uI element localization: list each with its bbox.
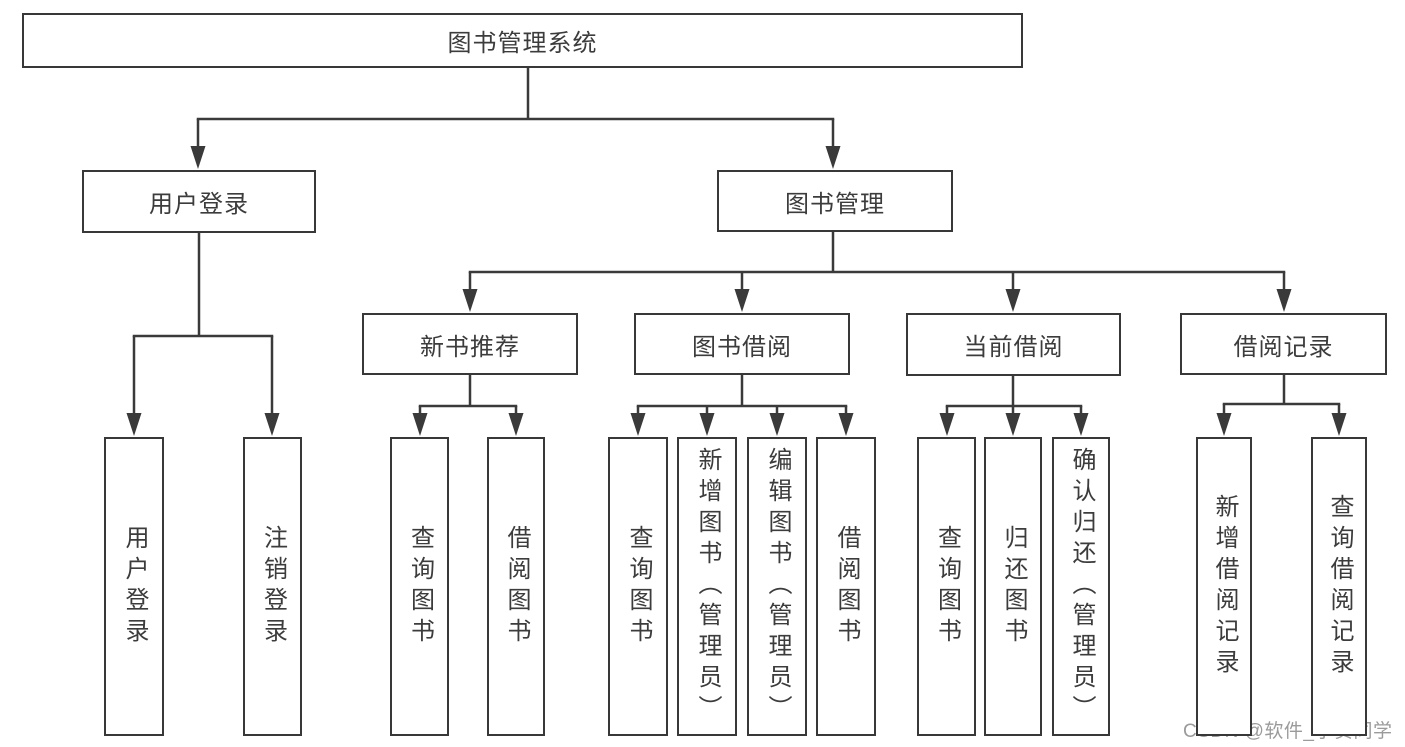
node-label-book-mgmt: 图书管理 [785,190,885,218]
arrowhead-leaf-cur-query [939,413,955,436]
node-leaf-rec-query: 查询图书 [390,437,449,736]
arrowhead-leaf-rc-add [1216,413,1232,436]
node-leaf-cur-confirm: 确认归还（管理员） [1052,437,1110,736]
arrowhead-leaf-logout [264,413,280,436]
node-label-new-book-rec: 新书推荐 [420,333,520,361]
arrowhead-book-borrow [734,289,750,312]
node-new-book-rec: 新书推荐 [362,313,578,375]
node-leaf-rec-borrow: 借阅图书 [487,437,545,736]
arrowhead-leaf-user-login [126,413,142,436]
node-label-leaf-user-login: 用户登录 [121,524,148,649]
node-leaf-bor-edit: 编辑图书（管理员） [747,437,807,736]
node-label-leaf-rec-query: 查询图书 [406,524,434,649]
arrowhead-leaf-bor-borrow [838,413,854,436]
node-label-leaf-bor-borrow: 借阅图书 [833,524,860,649]
node-leaf-user-login: 用户登录 [104,437,164,736]
node-leaf-rc-add: 新增借阅记录 [1196,437,1252,736]
arrowhead-borrow-records [1276,289,1292,312]
node-current-borrow: 当前借阅 [906,313,1121,376]
node-book-borrow: 图书借阅 [634,313,850,375]
arrowhead-new-book-rec [462,289,478,312]
arrowhead-leaf-rec-borrow [508,413,524,436]
node-root: 图书管理系统 [22,13,1023,68]
node-label-root: 图书管理系统 [447,30,598,57]
node-leaf-cur-query: 查询图书 [917,437,976,736]
arrowhead-current-borrow [1005,289,1021,312]
arrowhead-leaf-bor-add [699,413,715,436]
node-leaf-cur-return: 归还图书 [984,437,1042,736]
node-label-leaf-cur-query: 查询图书 [933,524,961,649]
node-leaf-logout: 注销登录 [243,437,302,736]
arrowhead-book-mgmt [825,146,841,169]
node-label-leaf-cur-return: 归还图书 [1000,524,1027,649]
node-label-leaf-rec-borrow: 借阅图书 [503,524,530,649]
node-leaf-rc-query: 查询借阅记录 [1311,437,1367,736]
arrowhead-leaf-rc-query [1331,413,1347,436]
node-label-leaf-logout: 注销登录 [259,524,287,649]
node-label-leaf-rc-query: 查询借阅记录 [1326,493,1353,680]
node-label-leaf-bor-add: 新增图书（管理员） [694,447,721,726]
node-label-leaf-bor-edit: 编辑图书（管理员） [764,447,791,726]
node-borrow-records: 借阅记录 [1180,313,1387,375]
node-label-book-borrow: 图书借阅 [692,333,792,361]
arrowhead-leaf-rec-query [412,413,428,436]
node-label-borrow-records: 借阅记录 [1233,333,1334,361]
node-leaf-bor-borrow: 借阅图书 [816,437,876,736]
arrowhead-leaf-bor-edit [769,413,785,436]
arrowhead-leaf-bor-query [630,413,646,436]
node-book-mgmt: 图书管理 [717,170,953,232]
arrowhead-user-login [190,146,206,169]
node-label-leaf-bor-query: 查询图书 [625,524,652,649]
node-label-current-borrow: 当前借阅 [963,334,1064,361]
node-leaf-bor-query: 查询图书 [608,437,668,736]
arrowhead-leaf-cur-confirm [1073,413,1089,436]
node-label-leaf-cur-confirm: 确认归还（管理员） [1068,447,1095,726]
node-label-leaf-rc-add: 新增借阅记录 [1211,493,1238,680]
node-label-user-login: 用户登录 [149,191,249,218]
node-user-login: 用户登录 [82,170,316,233]
arrowhead-leaf-cur-return [1005,413,1021,436]
node-leaf-bor-add: 新增图书（管理员） [677,437,737,736]
